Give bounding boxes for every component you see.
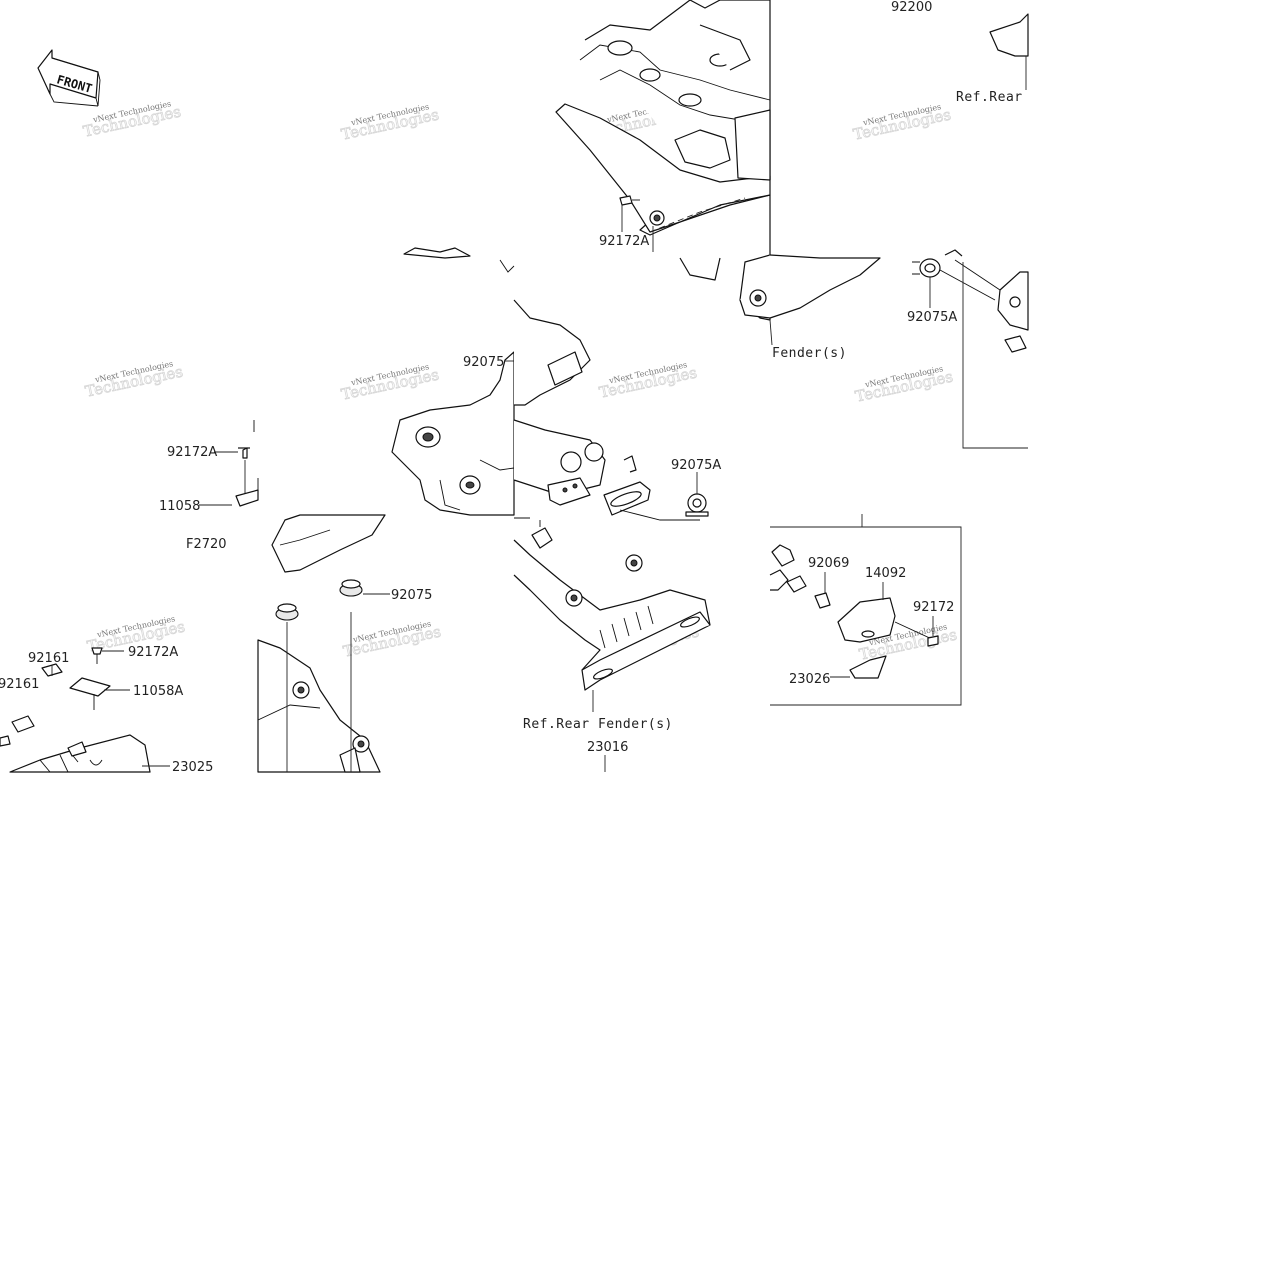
lamp-detail-box [769,514,962,706]
under-tray-mid [391,247,515,516]
label-fender-s: Fender(s) [772,346,847,361]
bracket-92200 [989,13,1029,90]
watermark: Technologies vNext Technologies [851,102,953,144]
watermark: Technologies vNext Technologies [853,364,955,406]
watermark: Technologies vNext Technologies [339,362,441,404]
label-92075-mid: 92075 [463,355,504,370]
label-92069: 92069 [808,556,849,571]
part-labels: 92200 Ref.Rear 92172A Fender(s) 92075A 9… [0,0,1023,775]
label-92161-b: 92161 [0,677,39,692]
watermark: Technologies vNext Technologies [341,619,443,661]
label-23025: 23025 [172,760,213,775]
label-ref-rear-top: Ref.Rear [956,90,1023,105]
tail-lamp-area [199,420,390,773]
grommet-92075A-mid [685,472,709,517]
watermark: Technologies vNext Technologies [81,99,183,141]
watermark: Technologies vNext Technologies [339,102,441,144]
watermark: Technologies vNext Technologies [597,360,699,402]
label-92172: 92172 [913,600,954,615]
label-ref-rear-fender: Ref.Rear Fender(s) [523,717,673,732]
label-23016: 23016 [587,740,628,755]
watermark: Technologies vNext Technologies [83,359,185,401]
lamp-23025-group [0,647,170,773]
license-bracket-23016 [513,299,711,772]
label-92075A-mid: 92075A [671,458,721,473]
label-11058A: 11058A [133,684,183,699]
label-92172A-top: 92172A [599,234,649,249]
label-92075-low: 92075 [391,588,432,603]
label-92161-a: 92161 [28,651,69,666]
label-92200: 92200 [891,0,932,15]
tail-cowl-top [555,0,881,346]
label-11058: 11058 [159,499,200,514]
label-23026: 23026 [789,672,830,687]
leader-lines [214,360,514,453]
label-14092: 14092 [865,566,906,581]
label-92075A-right: 92075A [907,310,957,325]
front-arrow-icon: FRONT [37,49,101,107]
label-f2720: F2720 [186,537,227,552]
label-92172A-low: 92172A [128,645,178,660]
grommet-92075A-right [912,249,1029,449]
label-92172A-left: 92172A [167,445,217,460]
bolt-92172A-top [619,195,665,252]
